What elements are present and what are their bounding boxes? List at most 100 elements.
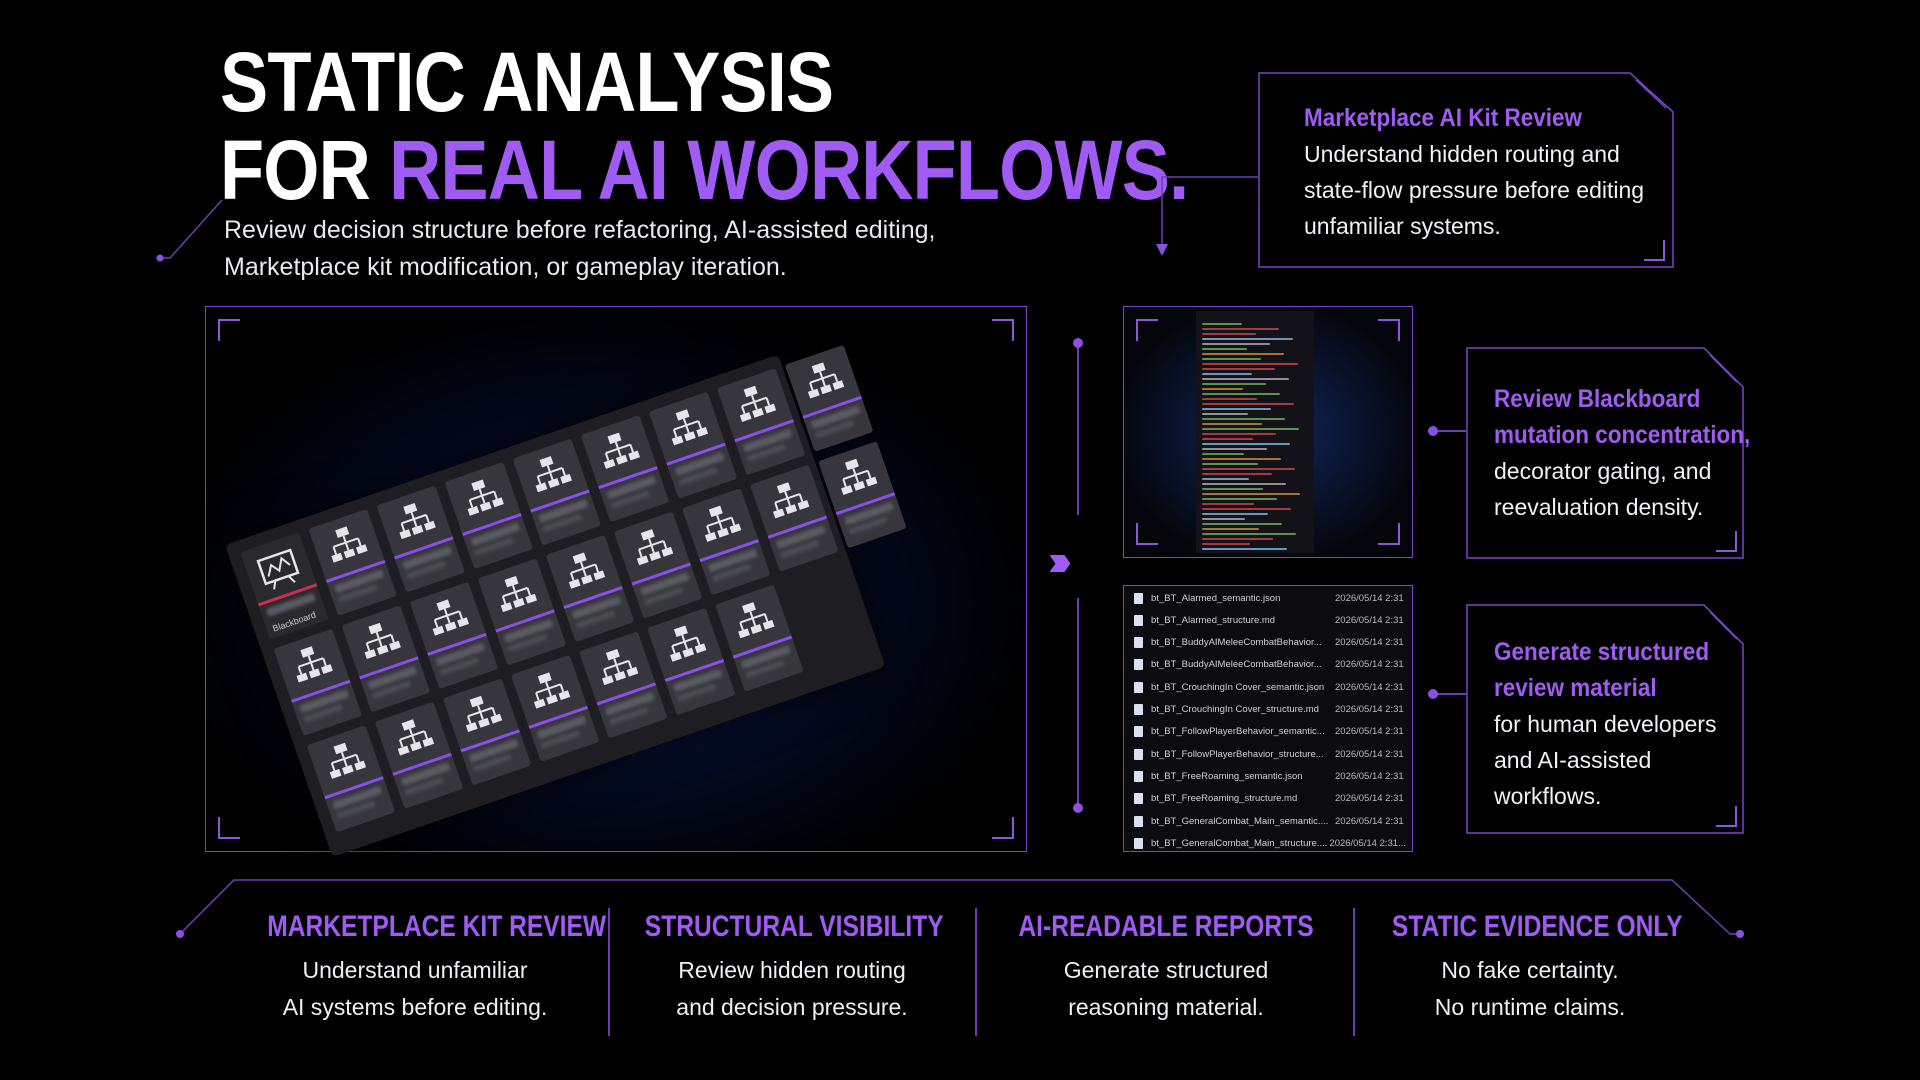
document-file-icon xyxy=(1134,793,1143,805)
feature-static-evidence: STATIC EVIDENCE ONLY No fake certainty. … xyxy=(1360,910,1700,1026)
behavior-tree-asset-tile[interactable] xyxy=(545,534,635,643)
file-date: 2026/05/14 2:31 xyxy=(1335,681,1404,693)
file-list-row[interactable]: bt_BT_CrouchingIn Cover_semantic.json 202… xyxy=(1134,677,1406,697)
file-list-row[interactable]: bt_BT_GeneralCombat_Main_structure....20… xyxy=(1134,833,1406,851)
blackboard-asset-tile[interactable]: Blackboard xyxy=(240,532,329,640)
behavior-tree-asset-tile[interactable] xyxy=(409,581,499,689)
card-blackboard-line: decorator gating, and xyxy=(1494,458,1712,484)
outliner-row xyxy=(1202,328,1279,330)
file-list-row[interactable]: bt_BT_BuddyAIMeleeCombatBehavior...2026/… xyxy=(1134,633,1406,653)
behavior-tree-icon xyxy=(628,523,677,573)
file-name: bt_BT_FreeRoaming_semantic.json xyxy=(1151,770,1303,782)
feature-separator xyxy=(608,908,610,1036)
behavior-tree-asset-tile[interactable] xyxy=(442,678,532,786)
behavior-tree-asset-tile[interactable] xyxy=(716,368,806,476)
behavior-tree-asset-tile[interactable] xyxy=(512,438,602,546)
feature-desc: Understand unfamiliar xyxy=(302,957,528,983)
outliner-panel xyxy=(1196,311,1314,553)
behavior-tree-icon xyxy=(764,476,813,526)
outliner-row xyxy=(1202,343,1270,345)
card-structured-accent: review material xyxy=(1494,674,1657,702)
outliner-row xyxy=(1202,538,1273,540)
behavior-tree-icon xyxy=(799,356,848,406)
behavior-tree-icon xyxy=(458,473,507,523)
behavior-tree-asset-tile[interactable] xyxy=(613,511,703,619)
asset-tile-sheet: Blackboard xyxy=(225,344,907,858)
behavior-tree-asset-tile[interactable] xyxy=(341,605,431,713)
behavior-tree-asset-tile[interactable] xyxy=(374,701,464,809)
outliner-row xyxy=(1202,363,1298,365)
behavior-tree-icon xyxy=(661,619,710,669)
feature-desc: Review hidden routing xyxy=(678,957,906,983)
file-list-row[interactable]: bt_BT_BuddyAIMeleeCombatBehavior...2026/… xyxy=(1134,655,1406,675)
behavior-tree-asset-tile[interactable] xyxy=(750,464,839,572)
feature-structural-visibility: STRUCTURAL VISIBILITY Review hidden rout… xyxy=(612,910,972,1026)
file-list-row[interactable]: bt_BT_FollowPlayerBehavior_structure...2… xyxy=(1134,744,1406,764)
file-list-row[interactable]: bt_BT_GeneralCombat_Main_semantic....202… xyxy=(1134,811,1406,831)
connector-line xyxy=(1428,693,1466,695)
headline-prefix: FOR xyxy=(220,123,390,217)
behavior-tree-asset-tile[interactable] xyxy=(376,485,465,593)
feature-desc: and decision pressure. xyxy=(676,994,908,1020)
behavior-tree-asset-tile[interactable] xyxy=(578,631,668,739)
file-name: bt_BT_BuddyAIMeleeCombatBehavior... xyxy=(1151,659,1322,671)
file-name: bt_BT_GeneralCombat_Main_semantic.... xyxy=(1151,815,1329,827)
behavior-tree-asset-tile[interactable] xyxy=(306,725,396,833)
feature-title: STATIC EVIDENCE ONLY xyxy=(1391,910,1683,943)
file-list-row[interactable]: bt_BT_FollowPlayerBehavior_semantic... 20… xyxy=(1134,722,1406,742)
behavior-tree-icon xyxy=(593,643,642,693)
card-connector-arrow xyxy=(1156,176,1258,256)
outliner-row xyxy=(1202,503,1254,505)
behavior-tree-asset-tile[interactable] xyxy=(308,508,397,616)
feature-desc: No runtime claims. xyxy=(1434,994,1626,1020)
file-date: 2026/05/14 2:31 xyxy=(1335,726,1404,738)
behavior-tree-asset-tile[interactable] xyxy=(580,415,670,523)
behavior-tree-asset-tile[interactable] xyxy=(477,558,567,666)
file-name: bt_BT_CrouchingIn Cover_semantic.json xyxy=(1151,681,1325,693)
card-structured-line: and AI-assisted xyxy=(1494,747,1652,773)
behavior-tree-icon xyxy=(696,500,745,550)
headline-line-1: STATIC ANALYSIS xyxy=(220,35,834,129)
file-date: 2026/05/14 2:31 xyxy=(1335,770,1404,782)
feature-desc: Generate structured xyxy=(1063,957,1269,983)
document-file-icon xyxy=(1134,837,1143,849)
behavior-tree-asset-tile[interactable] xyxy=(273,628,363,736)
feature-kit-review: MARKETPLACE KIT REVIEW Understand unfami… xyxy=(230,910,606,1026)
behavior-tree-asset-tile[interactable] xyxy=(510,654,600,762)
behavior-tree-icon xyxy=(355,617,404,667)
behavior-tree-asset-tile[interactable] xyxy=(784,344,874,452)
card-kit-review-line: state-flow pressure before editing xyxy=(1304,177,1645,203)
outliner-row xyxy=(1202,463,1258,465)
file-date: 2026/05/14 2:31 xyxy=(1335,748,1404,760)
file-name: bt_BT_CrouchingIn Cover_structure.md xyxy=(1151,704,1319,715)
behavior-tree-asset-tile[interactable] xyxy=(681,488,771,596)
file-name: bt_BT_FollowPlayerBehavior_semantic... xyxy=(1151,726,1325,738)
file-name: bt_BT_BuddyAIMeleeCombatBehavior... xyxy=(1151,637,1322,649)
subtitle: Review decision structure before refacto… xyxy=(224,212,935,286)
file-list-row[interactable]: bt_BT_FreeRoaming_semantic.json 2026/05/1… xyxy=(1134,766,1406,786)
document-file-icon xyxy=(1134,815,1143,827)
headline-accent: REAL AI WORKFLOWS. xyxy=(389,123,1189,217)
document-file-icon xyxy=(1134,637,1143,649)
behavior-tree-asset-tile[interactable] xyxy=(648,391,738,499)
behavior-tree-icon xyxy=(457,690,506,740)
document-file-icon xyxy=(1134,659,1143,671)
bottom-bracket-line xyxy=(176,879,1744,938)
behavior-tree-asset-tile[interactable] xyxy=(715,584,804,692)
subtitle-line-2: Marketplace kit modification, or gamepla… xyxy=(224,253,787,281)
frame-corner xyxy=(1136,523,1158,545)
outliner-row xyxy=(1202,443,1290,445)
frame-corner xyxy=(992,319,1014,341)
outliner-row xyxy=(1202,468,1295,470)
behavior-tree-asset-tile[interactable] xyxy=(444,461,534,570)
card-structured-accent: Generate structured xyxy=(1494,638,1710,666)
behavior-tree-asset-tile[interactable] xyxy=(818,441,907,549)
card-blackboard-accent: mutation concentration, xyxy=(1494,421,1751,449)
outliner-row xyxy=(1202,333,1256,335)
behavior-tree-asset-tile[interactable] xyxy=(647,607,736,716)
card-structured-line: for human developers xyxy=(1494,711,1717,737)
